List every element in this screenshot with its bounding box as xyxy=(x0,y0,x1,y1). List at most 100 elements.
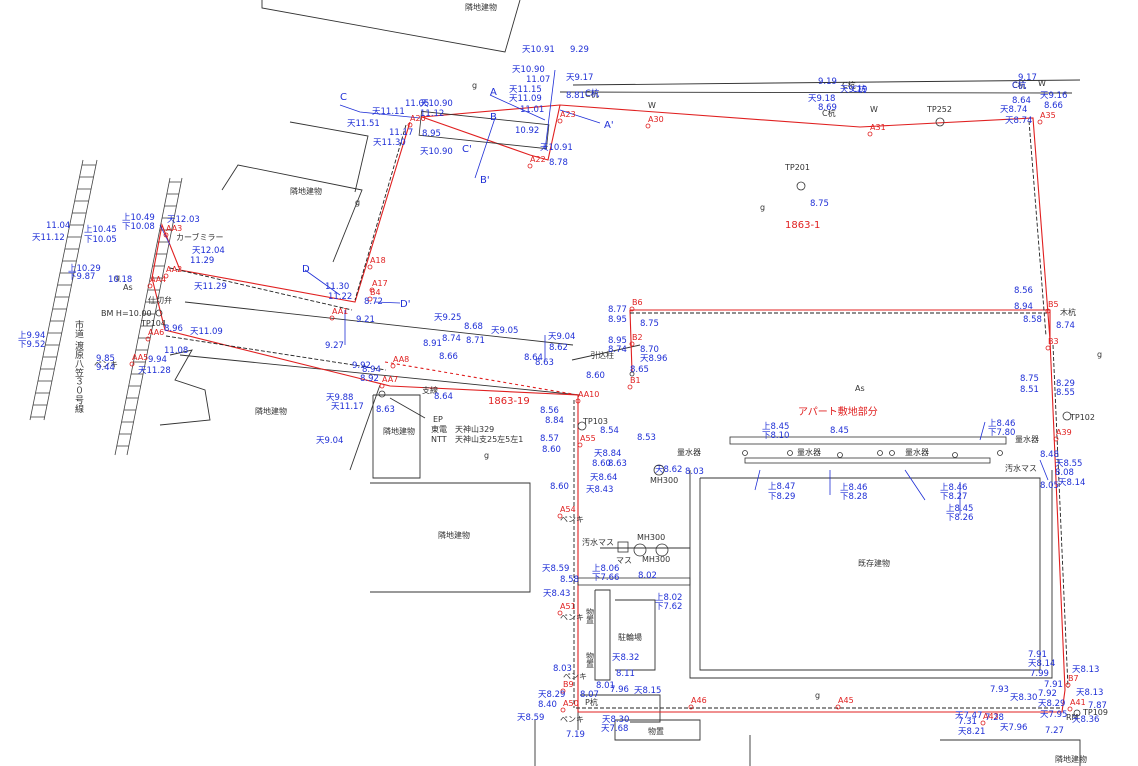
elevation-label: 天8.62 xyxy=(655,465,682,475)
elevation-label: 8.56 xyxy=(540,406,559,416)
boundary-point-marker xyxy=(629,306,635,312)
elevation-label: 9.17 xyxy=(1018,73,1037,83)
elevation-label: 天8.13 xyxy=(1072,665,1099,675)
boundary-point-marker xyxy=(1037,119,1043,125)
elevation-label: 天11.09 xyxy=(509,94,542,104)
elevation-label: 天11.15 xyxy=(509,85,542,95)
elevation-label: 8.65 xyxy=(630,365,649,375)
elevation-label: 8.60 xyxy=(586,371,605,381)
w-label: W xyxy=(870,105,878,114)
elevation-label: 9.44 xyxy=(96,363,115,373)
neighbor-label: 隣地建物 xyxy=(465,2,497,12)
elevation-label: 11.07 xyxy=(526,75,550,85)
elevation-label: 8.63 xyxy=(376,405,395,415)
c-stake-label: C杭 xyxy=(822,108,836,118)
elevation-label: 8.08 xyxy=(1055,468,1074,478)
elevation-label: 7.19 xyxy=(566,730,585,740)
boundary-point-marker xyxy=(629,341,635,347)
elevation-label: 天8.14 xyxy=(1058,478,1085,488)
elevation-label: 上9.94 xyxy=(18,331,45,341)
boundary-point-marker xyxy=(367,296,373,302)
elevation-label: 8.29 xyxy=(1056,379,1075,389)
boundary-point-label: A22 xyxy=(530,155,546,164)
elevation-label: 天10.90 xyxy=(512,65,545,75)
elevation-label: 天7.68 xyxy=(601,724,628,734)
boundary-point-label: A46 xyxy=(691,696,707,705)
elevation-label: 8.56 xyxy=(1014,286,1033,296)
boundary-point-label: A31 xyxy=(870,123,886,132)
boundary-point-label: AA1 xyxy=(332,307,348,316)
boundary-point-marker xyxy=(688,704,694,710)
elevation-label: 8.60 xyxy=(592,459,611,469)
boundary-point-marker xyxy=(835,704,841,710)
neighbor-label: 隣地建物 xyxy=(1055,754,1087,764)
elevation-label: 9.85 xyxy=(96,354,115,364)
boundary-point-label: AA5 xyxy=(132,353,148,362)
utility-pole-symbol xyxy=(378,390,386,398)
block-fences xyxy=(418,110,1007,586)
elevation-label: 天9.19 xyxy=(840,85,867,95)
elevation-label: 天11.17 xyxy=(331,402,364,412)
boundary-point-marker xyxy=(527,163,533,169)
elevation-label: 8.48 xyxy=(1040,450,1059,460)
traverse-point-label: TP103 xyxy=(582,417,608,426)
elevation-label: 下9.87 xyxy=(68,272,95,282)
road-name-label: 市道 渡原八笠３０号線 xyxy=(73,319,84,413)
elevation-label: 9.94 xyxy=(148,355,167,365)
double-boundary-lines xyxy=(165,120,1069,709)
elevation-label: 7.91 xyxy=(1028,650,1047,660)
elevation-label: 11.30 xyxy=(325,282,349,292)
elevation-label: 天11.51 xyxy=(347,119,380,129)
boundary-point-label: B3 xyxy=(1048,337,1059,346)
elevation-label: 天8.15 xyxy=(634,686,661,696)
elevation-label: 9.29 xyxy=(570,45,589,55)
elevation-label: 8.69 xyxy=(818,103,837,113)
elevation-label: 下7.66 xyxy=(592,573,619,583)
elevation-label: 天7.95 xyxy=(1040,710,1067,720)
boundary-point-marker xyxy=(367,264,373,270)
elevation-label: 天8.21 xyxy=(958,727,985,737)
elevation-label: 上8.06 xyxy=(592,564,619,574)
boundary-point-label: A51 xyxy=(560,602,576,611)
elevation-label: 8.78 xyxy=(549,158,568,168)
boundary-point-label: AA4 xyxy=(150,275,166,284)
utility-pole-symbol xyxy=(629,371,635,377)
elevation-label: 9.21 xyxy=(356,315,375,325)
elevation-label: 天9.04 xyxy=(548,332,575,342)
traverse-point-symbol xyxy=(577,421,587,431)
elevation-label: 天8.43 xyxy=(543,589,570,599)
boundary-point-label: A50 xyxy=(563,699,579,708)
elevation-label: 11.08 xyxy=(164,346,188,356)
boundary-point-label: A35 xyxy=(1040,111,1056,120)
elevation-label: 8.66 xyxy=(439,352,458,362)
support-wire-label: 支線 xyxy=(422,385,438,395)
elevation-label: 下10.05 xyxy=(84,235,117,245)
sewage-basin-label: 汚水マス xyxy=(582,537,614,547)
traverse-point-label: TP104 xyxy=(140,319,166,328)
boundary-point-label: A23 xyxy=(560,110,576,119)
ground-g-label: g xyxy=(1097,350,1102,359)
water-meter-label: 量水器 xyxy=(797,447,821,457)
elevation-label: 8.77 xyxy=(608,305,627,315)
traverse-point-symbol xyxy=(155,309,163,317)
w-label: W xyxy=(648,101,656,110)
elevation-label: 11.04 xyxy=(46,221,70,231)
elevation-label: 天11.28 xyxy=(138,366,171,376)
elevation-label: 8.96 xyxy=(164,324,183,334)
p-stake-label: P杭 xyxy=(585,697,598,707)
elevation-label: 天8.29 xyxy=(1038,699,1065,709)
paint-label: ペンキ xyxy=(560,515,584,524)
boundary-point-marker xyxy=(560,707,566,713)
wood-stake-label: 木杭 xyxy=(1060,307,1076,317)
elevation-label: 8.64 xyxy=(1012,96,1031,106)
boundary-point-label: A30 xyxy=(648,115,664,124)
elevation-label: 8.84 xyxy=(545,416,564,426)
elevation-label: 天8.96 xyxy=(640,354,667,364)
ground-g-label: g xyxy=(815,691,820,700)
asphalt-label: As xyxy=(855,384,865,393)
ground-g-label: g xyxy=(472,81,477,90)
elevation-label: 8.95 xyxy=(608,336,627,346)
elevation-label: 8.68 xyxy=(464,322,483,332)
elevation-label: 8.74 xyxy=(608,345,627,355)
elevation-label: 8.95 xyxy=(422,129,441,139)
